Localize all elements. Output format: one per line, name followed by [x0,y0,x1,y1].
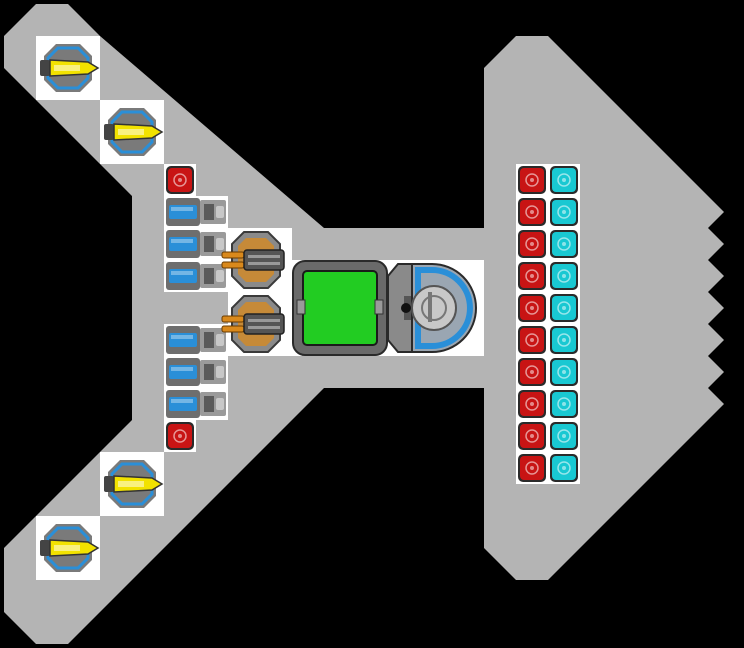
cyan-armor-block[interactable] [549,197,579,227]
red-armor-block[interactable] [517,453,547,483]
cyan-armor-block[interactable] [549,357,579,387]
red-armor-block[interactable] [517,293,547,323]
thruster-module[interactable] [164,324,228,356]
cyan-armor-block[interactable] [549,325,579,355]
green-core-module[interactable] [292,260,388,356]
red-armor-block[interactable] [517,261,547,291]
cyan-armor-block[interactable] [549,389,579,419]
cyan-armor-block[interactable] [549,453,579,483]
red-armor-block[interactable] [517,325,547,355]
cyan-armor-block[interactable] [549,293,579,323]
left-armor-blocks [164,164,196,452]
thruster-module[interactable] [164,260,228,292]
fighter-module[interactable] [34,514,102,582]
red-armor-block[interactable] [517,389,547,419]
gun-turret-module[interactable] [221,227,293,293]
cyan-armor-block[interactable] [549,261,579,291]
thruster-module[interactable] [164,196,228,228]
gun-turret-module[interactable] [221,291,293,357]
red-armor-block[interactable] [165,165,195,195]
fighter-module[interactable] [98,450,166,518]
thruster-module[interactable] [164,228,228,260]
gun-group [221,227,293,357]
cyan-armor-block[interactable] [549,421,579,451]
red-armor-block[interactable] [517,357,547,387]
red-armor-block[interactable] [165,421,195,451]
thruster-module[interactable] [164,356,228,388]
core-assembly [292,260,484,356]
fighter-module[interactable] [98,98,166,166]
red-armor-block[interactable] [517,197,547,227]
fighter-module[interactable] [34,34,102,102]
cyan-armor-block[interactable] [549,229,579,259]
red-armor-block[interactable] [517,421,547,451]
cyan-armor-block[interactable] [549,165,579,195]
red-armor-block[interactable] [517,229,547,259]
reactor-dome-module[interactable] [387,263,477,353]
armor-block-grid [516,164,580,484]
red-armor-block[interactable] [517,165,547,195]
thruster-module[interactable] [164,388,228,420]
